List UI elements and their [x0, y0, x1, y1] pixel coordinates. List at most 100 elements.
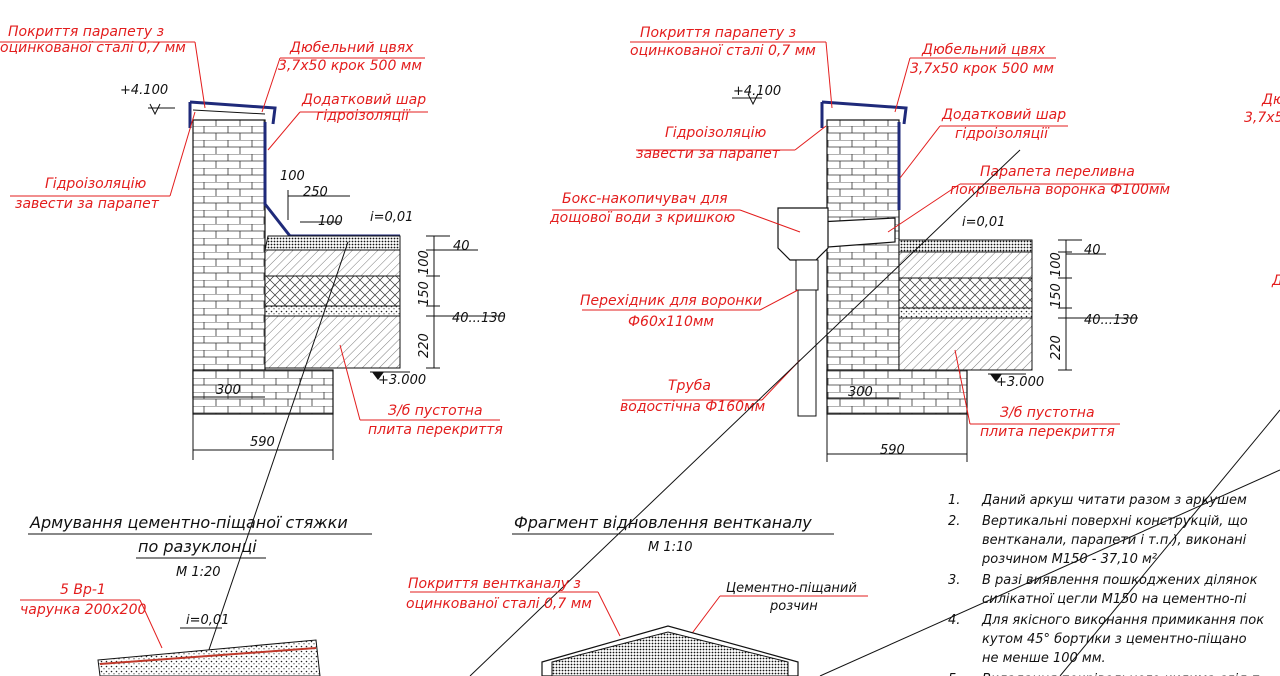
funnel-adapter: [795, 259, 819, 291]
dim-40: 40: [1084, 243, 1101, 258]
parapet-detail-right: [732, 93, 1138, 462]
dim-300: 300: [848, 385, 873, 400]
vent-title: Фрагмент відновлення вентканалу: [514, 513, 812, 532]
vent-scale: М 1:10: [648, 540, 693, 555]
right-annotations: Покриття парапету з оцинкованої сталі 0,…: [549, 25, 1170, 458]
waterproof-note-line2: завести за парапет: [15, 196, 160, 212]
vent-cover-line2: оцинкованої сталі 0,7 мм: [406, 596, 592, 612]
rebar-title2: по разуклонці: [138, 537, 257, 556]
box-line2: дощової води з кришкою: [549, 210, 735, 226]
rebar-label: 5 Вр-1: [60, 582, 106, 598]
slope-label: i=0,01: [370, 210, 413, 225]
dim-150: 150: [417, 281, 432, 306]
slope-label: i=0,01: [962, 215, 1005, 230]
note-line: В разі виявлення пошкоджених ділянок: [982, 573, 1258, 588]
rain-box: [777, 207, 829, 261]
drain-pipe: [797, 289, 817, 417]
funnel-line2: покрівельна воронка Ф100мм: [950, 182, 1170, 198]
rebar-mesh: [99, 647, 317, 665]
note-line: Вертикальні поверхні конструкцій, що: [982, 514, 1248, 529]
note-number: 3.: [948, 573, 960, 588]
section-vent: Фрагмент відновлення вентканалу М 1:10 П…: [406, 513, 868, 676]
extra-layer-line1: Додатковий шар: [941, 107, 1066, 123]
dim-300: 300: [216, 383, 241, 398]
pipe-line1: Труба: [668, 378, 711, 394]
slab-line2: плита перекриття: [980, 424, 1115, 440]
rebar-title: Армування цементно-піщаної стяжки: [29, 513, 348, 532]
level-bottom: +3.000: [996, 375, 1044, 390]
dowel-line1: Дюбельний цвях: [921, 42, 1046, 58]
dim-590: 590: [880, 443, 905, 458]
dim-150: 150: [1049, 283, 1064, 308]
box-line1: Бокс-накопичувач для: [562, 191, 728, 207]
dim-100b: 100: [318, 214, 343, 229]
brick-wall-base: [192, 369, 334, 415]
vent-mortar-line2: розчин: [769, 599, 818, 614]
waterproof-note-line1: Гідроізоляцію: [45, 176, 147, 192]
level-top: +4.100: [120, 83, 168, 98]
parapet-detail-left: [148, 100, 505, 460]
slab-line1: З/б пустотна: [388, 403, 483, 419]
partial-line3: Д: [1271, 273, 1280, 289]
slope-layer: [264, 249, 401, 277]
dowel-line2: 3,7х50 крок 500 мм: [910, 61, 1054, 77]
dowel-line1: Дюбельний цвях: [289, 40, 414, 56]
dim-100: 100: [280, 169, 305, 184]
dim-100v: 100: [1049, 252, 1064, 277]
hollow-slab: [264, 315, 401, 369]
note-line: Для якісного виконання примикання пок: [981, 613, 1264, 628]
level-bottom: +3.000: [378, 373, 426, 388]
adapter-line2: Ф60х110мм: [628, 314, 714, 330]
section-rebar: Армування цементно-піщаної стяжки по раз…: [20, 513, 372, 676]
levelling-layer: [264, 305, 401, 317]
partial-line1: Дю: [1261, 92, 1280, 108]
dim-40: 40: [453, 239, 470, 254]
dim-250: 250: [303, 185, 328, 200]
dim-590: 590: [250, 435, 275, 450]
note-line: не менше 100 мм.: [982, 651, 1106, 666]
parapet-cover-line2: оцинкованої сталі 0,7 мм: [630, 43, 816, 59]
note-line: вентканали, парапети і т.п.), виконані: [982, 533, 1247, 548]
hollow-slab: [898, 317, 1033, 371]
pipe-line2: водостічна Ф160мм: [620, 399, 766, 415]
screed-section: [97, 639, 321, 676]
parapet-cap: [188, 100, 277, 128]
mesh-label: чарунка 200х200: [20, 602, 146, 618]
adapter-line1: Перехідник для воронки: [580, 293, 762, 309]
waterproof-note-line2: завести за парапет: [636, 146, 781, 162]
vent-mortar-line1: Цементно-піщаний: [726, 581, 857, 596]
right-edge-partial: Дю 3,7х5 Д: [1244, 92, 1280, 289]
note-number: 5.: [948, 672, 960, 676]
dim-40-130: 40...130: [1084, 313, 1138, 328]
dim-220: 220: [1049, 335, 1064, 360]
dim-100v: 100: [417, 250, 432, 275]
slab-line2: плита перекриття: [368, 422, 503, 438]
partial-line2: 3,7х5: [1244, 110, 1280, 126]
diagonal-lines: [199, 149, 1280, 676]
note-number: 1.: [948, 493, 960, 508]
rebar-slope: i=0,01: [186, 613, 229, 628]
vent-cover-line1: Покриття вентканалу з: [408, 576, 581, 592]
extra-layer-line2: гідроізоляції: [316, 108, 411, 124]
dim-220: 220: [417, 333, 432, 358]
insulation-layer: [898, 277, 1033, 309]
screed-layer: [264, 235, 401, 251]
rebar-scale: М 1:20: [176, 565, 221, 580]
parapet-cap: [820, 100, 908, 128]
left-annotations: Покриття парапету з оцинкованої сталі 0,…: [0, 24, 506, 450]
note-line: Даний аркуш читати разом з аркушем: [981, 493, 1247, 508]
brick-wall-base: [826, 369, 968, 415]
note-number: 2.: [948, 514, 960, 529]
insulation-layer: [264, 275, 401, 307]
note-line: Вкладання покрівельного килима слід п: [982, 672, 1260, 676]
note-line: розчином М150 - 37,10 м²: [981, 552, 1157, 567]
dowel-line2: 3,7х50 крок 500 мм: [278, 58, 422, 74]
slope-layer: [898, 251, 1033, 279]
dim-40-130: 40...130: [452, 311, 506, 326]
parapet-cover-line1: Покриття парапету з: [640, 25, 796, 41]
brick-parapet: [192, 119, 266, 399]
extra-layer-line2: гідроізоляції: [955, 126, 1050, 142]
notes-block: 1. Даний аркуш читати разом з аркушем 2. Ве…: [948, 493, 1264, 676]
funnel-line1: Парапета переливна: [980, 164, 1135, 180]
